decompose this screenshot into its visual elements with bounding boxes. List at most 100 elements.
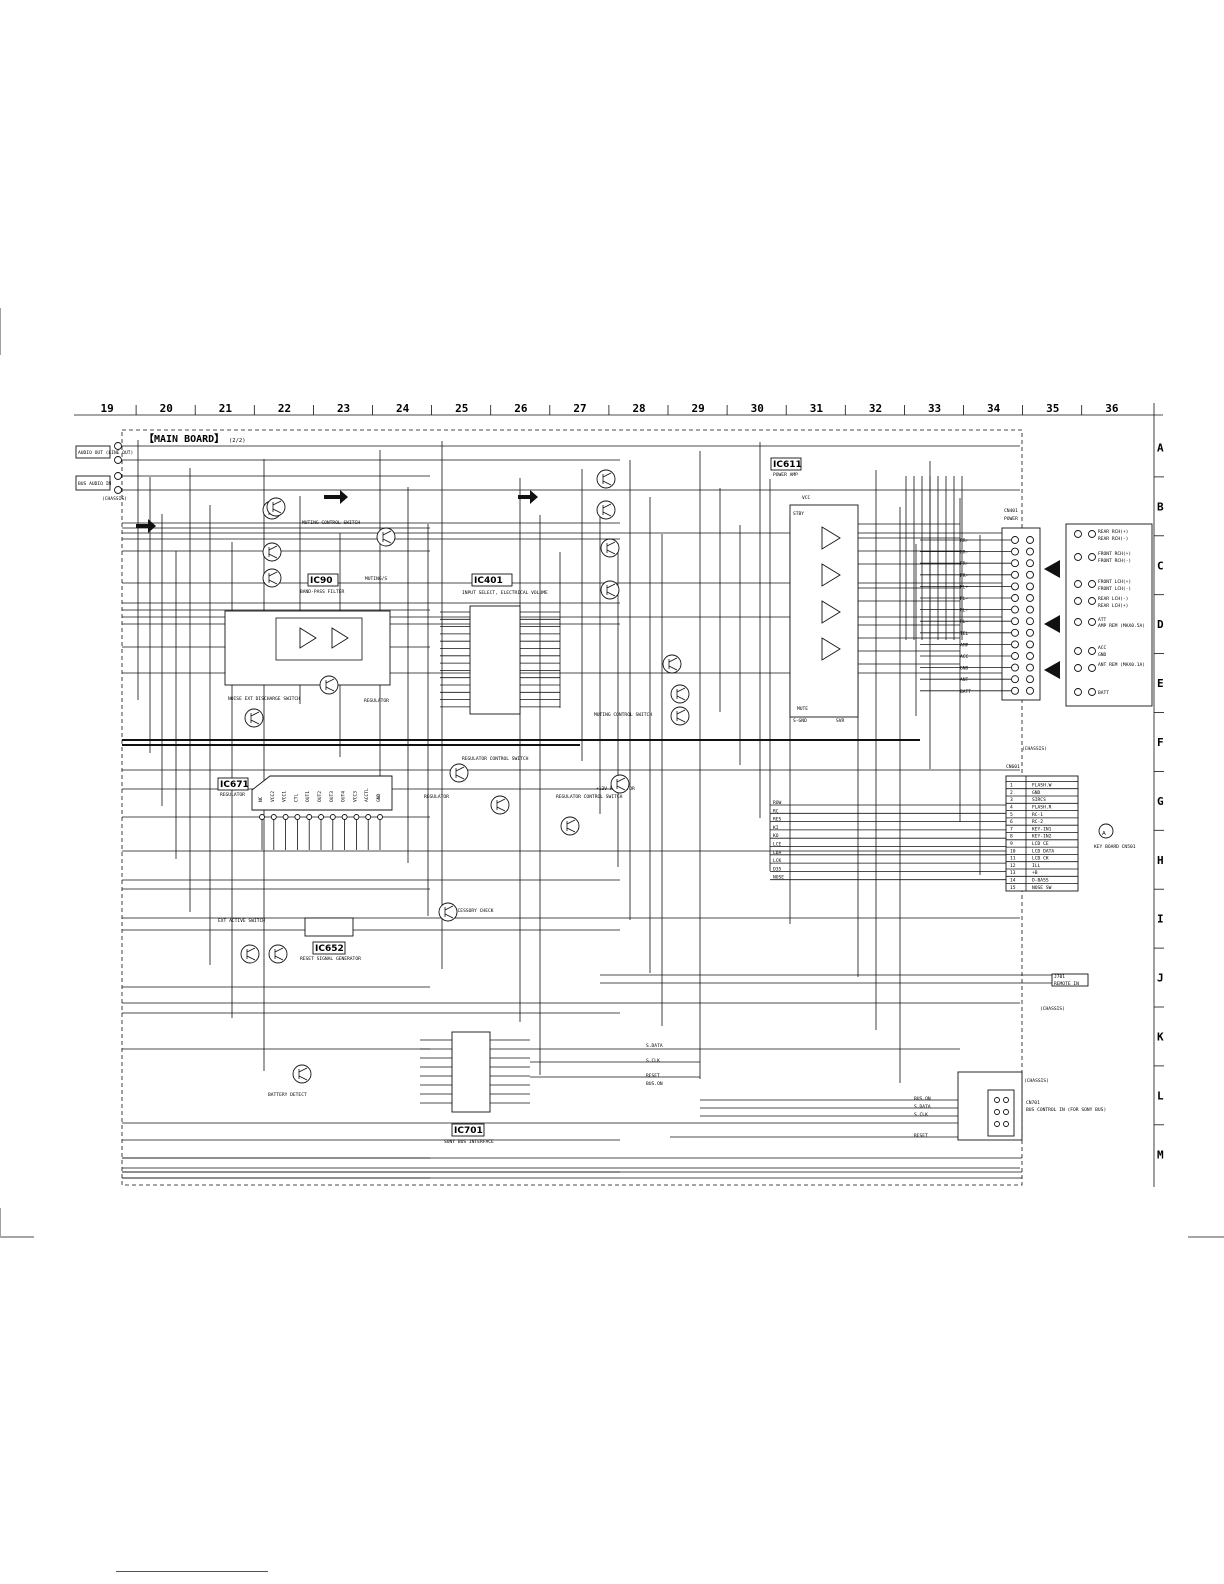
row-label: J <box>1157 972 1164 985</box>
transistor-emitter <box>272 508 282 514</box>
cn601-pin-label: LCD CE <box>1032 841 1049 847</box>
transistor-icon <box>596 500 616 520</box>
transistor-emitter <box>298 1075 308 1081</box>
cn601-pin-label: ILL <box>1032 863 1041 869</box>
pin-icon <box>1011 628 1019 637</box>
pin-icon <box>341 814 348 820</box>
j701-ref: J701 <box>1054 974 1065 980</box>
cn601-pin-label: +B <box>1032 870 1038 876</box>
pin-icon <box>1026 628 1034 637</box>
page-underline <box>116 1571 268 1572</box>
column-label: 28 <box>632 402 645 415</box>
key-line-label: RES <box>773 817 782 823</box>
transistor-emitter <box>444 913 454 919</box>
transistor-emitter <box>606 591 616 597</box>
cn601-pin-label: FLASH.R <box>1032 805 1052 811</box>
pin-icon <box>1011 617 1019 626</box>
transistor-icon <box>262 568 282 588</box>
cn601-pin-number: 15 <box>1010 885 1016 891</box>
bus-signal: RESET <box>914 1133 928 1139</box>
transistor-icon <box>292 1064 312 1084</box>
pin-icon <box>1026 686 1034 695</box>
ic671-pin-label: VCC1 <box>282 791 288 802</box>
row-label: C <box>1157 559 1164 572</box>
pin-icon <box>1074 688 1082 696</box>
cn401-ref: CN401 <box>1004 508 1018 514</box>
ic-label-box <box>471 573 513 587</box>
column-label: 26 <box>514 402 528 415</box>
cn401-pin-label: RL+ <box>960 608 969 614</box>
opamp-icon <box>331 627 349 649</box>
cn701-socket <box>987 1089 1015 1137</box>
chassis-label: (CHASSIS) <box>102 496 127 502</box>
ic671-pin-label: GND <box>376 793 382 802</box>
ic701-signal: S.DATA <box>646 1043 663 1049</box>
cn701-bus-control: CN701 BUS CONTROL IN (FOR SONY BUS) (CHA… <box>914 1071 1106 1141</box>
row-label: H <box>1157 854 1164 867</box>
pin-icon <box>1074 530 1082 538</box>
ic671-pin-label: CTL <box>293 793 299 802</box>
key-line-label: LDA <box>773 850 782 856</box>
cn601-pin-label: FLASH.W <box>1032 783 1052 789</box>
transistor-collector <box>268 571 278 577</box>
ic701-signal: S.CLK <box>646 1058 660 1064</box>
rca-jack-icon <box>114 456 122 464</box>
transistor-icon <box>244 708 264 728</box>
transistor-emitter <box>382 538 392 544</box>
transistor-icon <box>670 706 690 726</box>
transistors <box>240 469 690 1084</box>
pin-icon <box>1074 618 1082 626</box>
amp-icon <box>821 526 841 550</box>
ic611-vcc: VCC <box>802 495 811 501</box>
jack-audio-out-label: AUDIO OUT (LINE OUT) <box>78 450 133 456</box>
key-line-label: LCE <box>773 842 782 848</box>
amp-icon <box>821 600 841 624</box>
transistor-collector <box>668 657 678 663</box>
ic671-pin-label: OUT4 <box>341 791 347 802</box>
pin-icon <box>365 814 372 820</box>
pin-icon <box>306 814 313 820</box>
rca-jack-icon <box>114 486 122 494</box>
cn401-pin-label: TEL <box>960 631 969 637</box>
block-label: EXT ACTIVE SWITCH <box>218 918 265 924</box>
transistor-collector <box>602 472 612 478</box>
column-label: 36 <box>1105 402 1119 415</box>
pin-icon <box>1088 664 1096 672</box>
ic611-desc: POWER AMP <box>773 472 798 478</box>
cn701-ref: CN701 <box>1026 1100 1040 1106</box>
cn601-pin-label: GND <box>1032 790 1041 796</box>
arrow-right-icon <box>136 519 156 533</box>
block-label: ACCESSORY CHECK <box>452 908 494 914</box>
row-label: I <box>1157 913 1164 926</box>
column-label: 29 <box>692 402 705 415</box>
pin-icon <box>329 814 336 820</box>
ic671-pin-label: VCC2 <box>270 791 276 802</box>
cn601-pin-number: 14 <box>1010 878 1016 884</box>
cn601-pin-label: KEY-IN2 <box>1032 834 1052 840</box>
transistor-emitter <box>602 511 612 517</box>
pin-icon <box>1026 675 1034 684</box>
cn401-pin-label: RL- <box>960 619 968 625</box>
transistor-collector <box>602 503 612 509</box>
ic652-label: IC652 <box>315 944 344 954</box>
arrow-left-icon <box>1044 560 1060 578</box>
cn401-pin-label: AMP <box>960 642 969 648</box>
transistor-collector <box>325 678 335 684</box>
transistor-emitter <box>566 827 576 833</box>
harness-label: BATT <box>1098 690 1109 696</box>
pin-icon <box>1026 640 1034 649</box>
cn601-pin-number: 8 <box>1010 834 1013 840</box>
pin-icon <box>1074 597 1082 605</box>
pin-icon <box>1088 597 1096 605</box>
pin-icon <box>1011 582 1019 591</box>
transistor-collector <box>455 766 465 772</box>
pin-icon <box>1011 547 1019 556</box>
transistor-icon <box>600 580 620 600</box>
ic-label-box <box>307 573 339 587</box>
ic671-pin-label: ACCTL <box>364 788 370 802</box>
pin-icon <box>1088 618 1096 626</box>
column-label: 33 <box>928 402 941 415</box>
jack-label-box <box>75 475 111 491</box>
cn601-pin-number: 7 <box>1010 826 1013 832</box>
cn601-pin-number: 11 <box>1010 856 1016 862</box>
